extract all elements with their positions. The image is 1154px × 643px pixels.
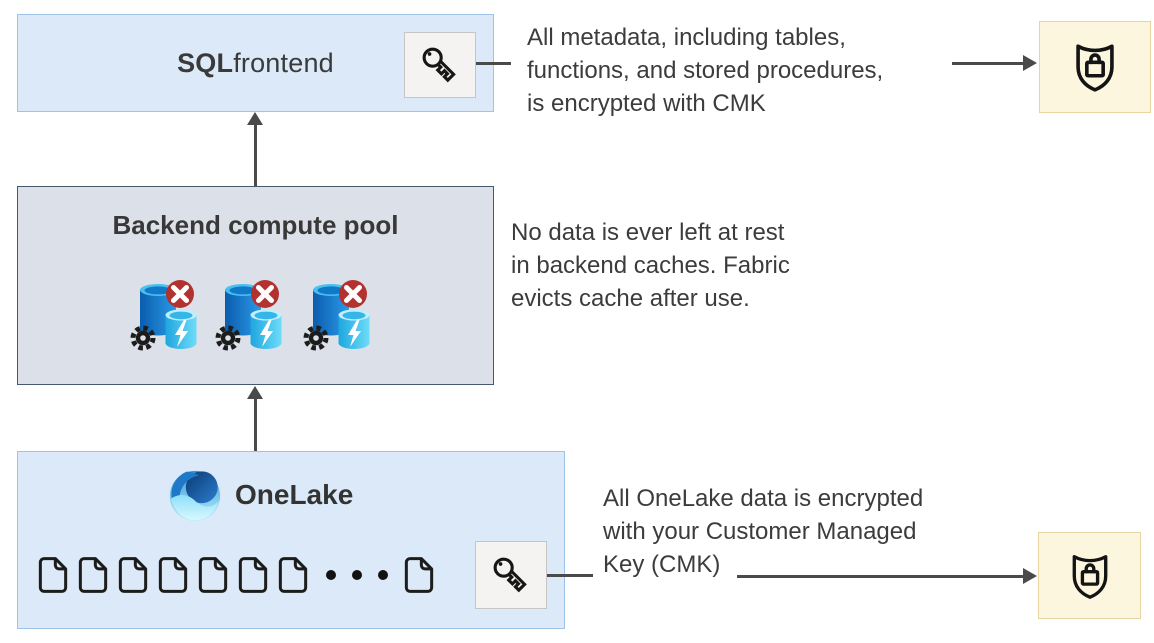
cache-database-icon (301, 277, 379, 355)
onelake-key-badge (475, 541, 547, 609)
connector-key-to-metadata-text (476, 62, 511, 65)
sql-frontend-title: SQL frontend (18, 15, 493, 111)
onelake-logo (169, 470, 221, 522)
shield-lock-icon (1072, 554, 1107, 599)
cache-annotation-line: No data is ever left at rest (511, 219, 785, 246)
sql-frontend-title-regular: frontend (233, 47, 334, 78)
document-icon (78, 557, 108, 593)
cache-database-icon (128, 277, 206, 355)
onelake-annotation: All OneLake data is encrypted with your … (603, 482, 923, 581)
cmk-shield-badge-bottom (1038, 532, 1141, 619)
sql-frontend-title-bold: SQL (177, 47, 234, 78)
shield-lock-icon (1076, 44, 1114, 92)
onelake-box (17, 451, 565, 629)
metadata-annotation-line: is encrypted with CMK (527, 90, 766, 117)
document-icon (38, 557, 68, 593)
onelake-annotation-line: All OneLake data is encrypted (603, 485, 924, 512)
ellipsis-dot (378, 570, 388, 580)
arrow-onelake-to-shield-shaft (737, 575, 1023, 578)
ellipsis-dot (352, 570, 362, 580)
onelake-title: OneLake (235, 479, 354, 510)
cache-annotation: No data is ever left at rest in backend … (511, 216, 790, 315)
connector-key-to-onelake-text (547, 574, 593, 577)
backend-pool-title: Backend compute pool (112, 210, 399, 240)
cache-database-icon (213, 277, 291, 355)
metadata-annotation: All metadata, including tables, function… (527, 21, 883, 120)
arrow-backend-to-frontend-shaft (254, 125, 257, 186)
key-icon (493, 557, 527, 592)
document-icon (278, 557, 308, 593)
onelake-header: OneLake (166, 464, 353, 526)
metadata-annotation-line: functions, and stored procedures, (527, 57, 884, 84)
document-icon (198, 557, 228, 593)
metadata-annotation-line: All metadata, including tables, (527, 24, 846, 51)
arrow-onelake-to-backend-head (247, 386, 263, 399)
arrow-onelake-to-shield-head (1023, 568, 1037, 584)
document-icon (238, 557, 268, 593)
ellipsis-dot (326, 570, 336, 580)
arrow-onelake-to-backend-shaft (254, 399, 257, 451)
arrow-metadata-to-shield-shaft (952, 62, 1024, 65)
onelake-documents-row (38, 554, 434, 596)
arrow-metadata-to-shield-head (1023, 55, 1037, 71)
onelake-annotation-line: Key (CMK) (603, 551, 721, 578)
document-icon (118, 557, 148, 593)
document-icon (158, 557, 188, 593)
cmk-shield-badge-top (1039, 21, 1151, 113)
arrow-backend-to-frontend-head (247, 112, 263, 125)
document-icon (404, 557, 434, 593)
cache-annotation-line: in backend caches. Fabric (511, 252, 790, 279)
cache-annotation-line: evicts cache after use. (511, 285, 750, 312)
onelake-annotation-line: with your Customer Managed (603, 518, 917, 545)
key-icon (422, 47, 456, 82)
metadata-key-badge (404, 32, 476, 98)
